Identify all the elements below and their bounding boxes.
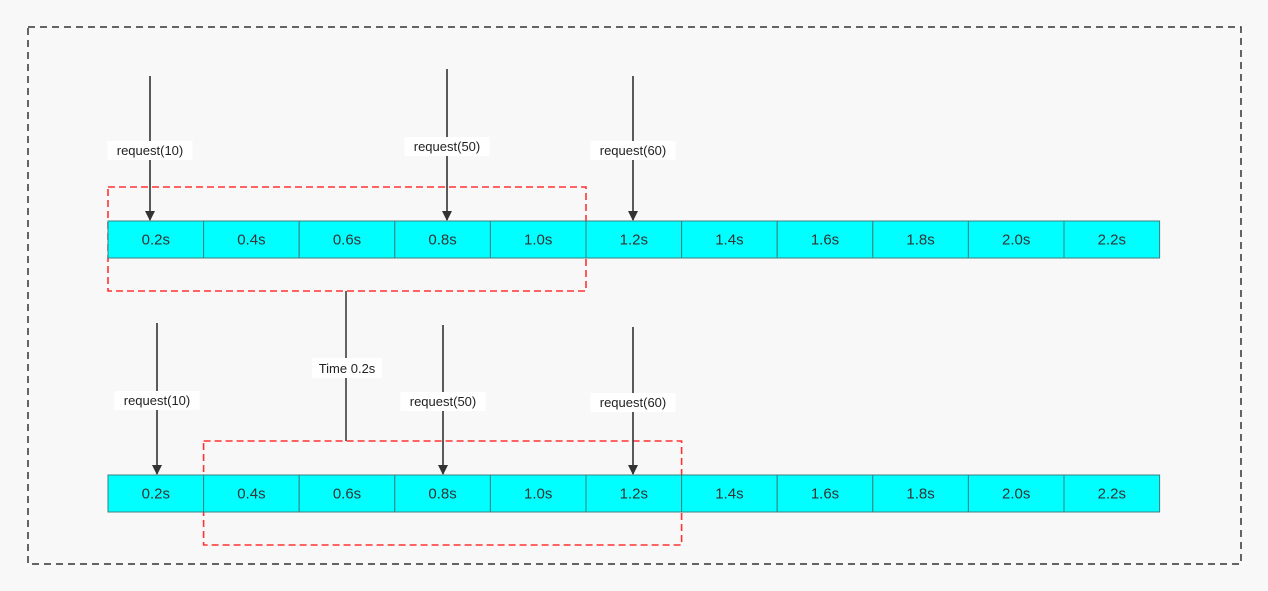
request-label-bg [404, 137, 490, 156]
timeline-cell [681, 220, 778, 259]
timeline-cell-label: 2.2s [1098, 232, 1126, 249]
time-shift-label-bg [312, 358, 382, 378]
request-label: request(60) [600, 143, 666, 158]
timeline-cell [872, 474, 969, 513]
outer-dashed-frame [27, 26, 1242, 565]
request-label: request(50) [414, 139, 480, 154]
timeline-cell-label: 0.4s [237, 232, 265, 249]
timeline-cell-label: 1.2s [620, 232, 648, 249]
timeline-cell-label: 1.4s [715, 486, 743, 503]
request-label: request(10) [124, 393, 190, 408]
timeline-cell-label: 0.4s [237, 486, 265, 503]
time-shift-label: Time 0.2s [319, 361, 376, 376]
timeline-cell-label: 0.8s [428, 232, 456, 249]
request-label-bg [590, 393, 676, 412]
timeline-cell [107, 474, 205, 513]
timeline-cell-label: 2.0s [1002, 486, 1030, 503]
request-label-bg [107, 141, 193, 160]
timeline-cell-label: 1.2s [620, 486, 648, 503]
timeline-cell-label: 1.0s [524, 232, 552, 249]
timelines: 0.2s 0.4s 0.6s 0.8s 1.0s 1.2s 1.4s 1.6s 1.8s 2.0s… [107, 69, 1161, 546]
timeline-cell-label: 1.6s [811, 486, 839, 503]
timeline-cell-label: 1.0s [524, 486, 552, 503]
timeline-cell [585, 474, 683, 513]
timeline-cell-label: 0.6s [333, 232, 361, 249]
timeline-cell-label: 1.8s [906, 232, 934, 249]
timeline-cell [1063, 220, 1161, 259]
timeline-cell-label: 0.2s [142, 232, 170, 249]
timeline-cell-label: 1.8s [906, 486, 934, 503]
timeline-cell-label: 1.6s [811, 232, 839, 249]
request-label: request(50) [410, 394, 476, 409]
timeline-cell-label: 2.0s [1002, 232, 1030, 249]
timeline-cell-label: 0.2s [142, 486, 170, 503]
request-label-bg [590, 141, 676, 160]
timeline-cell [872, 220, 969, 259]
timeline-cell [394, 474, 491, 513]
request-label-bg [400, 392, 486, 411]
timeline-cell [967, 474, 1065, 513]
timeline-cell [1063, 474, 1161, 513]
timeline-cell-label: 0.8s [428, 486, 456, 503]
timeline-cell [107, 220, 205, 259]
request-label: request(10) [117, 143, 183, 158]
timeline-cell [298, 474, 396, 513]
timeline-cell [298, 220, 396, 259]
timeline-cell-label: 2.2s [1098, 486, 1126, 503]
timeline-cell [203, 474, 300, 513]
request-label-bg [114, 391, 200, 410]
timeline-cell-label: 0.6s [333, 486, 361, 503]
timeline-cell [681, 474, 778, 513]
timeline-cell [489, 474, 587, 513]
timeline-cell-label: 1.4s [715, 232, 743, 249]
timeline-cell [203, 220, 300, 259]
request-label: request(60) [600, 395, 666, 410]
timeline-cell [489, 220, 587, 259]
